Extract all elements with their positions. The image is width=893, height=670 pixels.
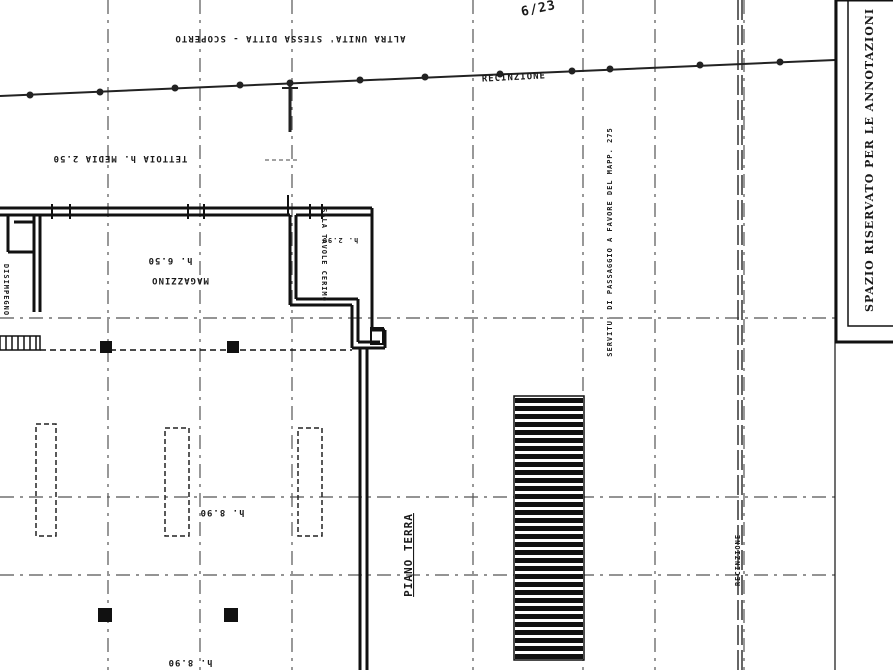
stair-tread [515, 478, 583, 483]
stair-tread [515, 422, 583, 427]
stair-tread [515, 542, 583, 547]
stair-tread [515, 518, 583, 523]
stair-tread [515, 534, 583, 539]
room-left-label: DISIMPEGNO [2, 264, 10, 316]
stair-tread [515, 486, 583, 491]
stair-tread [515, 526, 583, 531]
stair-tread [515, 590, 583, 595]
stair-tread [515, 438, 583, 443]
canopy-label: TETTOIA h. MEDIA 2.50 [53, 153, 188, 163]
dashed-pillars [35, 423, 323, 537]
stair-tread [515, 462, 583, 467]
stair-tread [515, 470, 583, 475]
stair-tread [515, 646, 583, 651]
stair-tread [515, 414, 583, 419]
top-left-label: ALTRA UNITA' STESSA DITTA - SCOPERTO [174, 33, 405, 43]
room-label: SALA TAVOLE CERIMO [320, 208, 328, 302]
stair-tread [515, 502, 583, 507]
stair-tread [515, 510, 583, 515]
stair-tread [515, 598, 583, 603]
fence-post [282, 84, 298, 132]
stair-tread [515, 550, 583, 555]
room-height: h. 2.90 [322, 236, 359, 244]
door-markers [51, 195, 323, 219]
grid-lines [0, 0, 835, 670]
stair-tread [515, 622, 583, 627]
fence-label: RECINZIONE [482, 71, 547, 84]
stair-tread [515, 630, 583, 635]
stair-tread [515, 494, 583, 499]
stair-tread [515, 398, 583, 403]
stair-tread [515, 574, 583, 579]
right-note: RECINZIONE [734, 534, 742, 586]
storage-label: MAGAZZINO [151, 275, 209, 285]
top-note: 6/23 [520, 0, 558, 20]
stair-tread [515, 430, 583, 435]
stair-tread [515, 558, 583, 563]
stair-tread [515, 406, 583, 411]
stair-tread [515, 606, 583, 611]
right-boundary-lines [737, 0, 743, 670]
stair-tread [515, 582, 583, 587]
annotation-sidebar [834, 0, 893, 670]
stair-tread [515, 454, 583, 459]
striped-block [513, 395, 585, 661]
stair-tread [515, 614, 583, 619]
grill-block [0, 335, 41, 351]
columns [98, 327, 384, 622]
stair-tread [515, 654, 583, 659]
sidebar-label: SPAZIO RISERVATO PER LE ANNOTAZIONI [863, 8, 876, 312]
stair-tread [515, 446, 583, 451]
floor-label: PIANO TERRA [402, 513, 415, 597]
stair-tread [515, 638, 583, 643]
bottom-height: h. 8.90 [168, 657, 213, 667]
bottom-left-height: h. 8.90 [200, 507, 245, 517]
storage-height: h. 6.50 [148, 255, 193, 265]
fence-line [0, 58, 836, 99]
stair-tread [515, 566, 583, 571]
yard-note: SERVITU' DI PASSAGGIO A FAVORE DEL MAPP.… [606, 127, 614, 356]
